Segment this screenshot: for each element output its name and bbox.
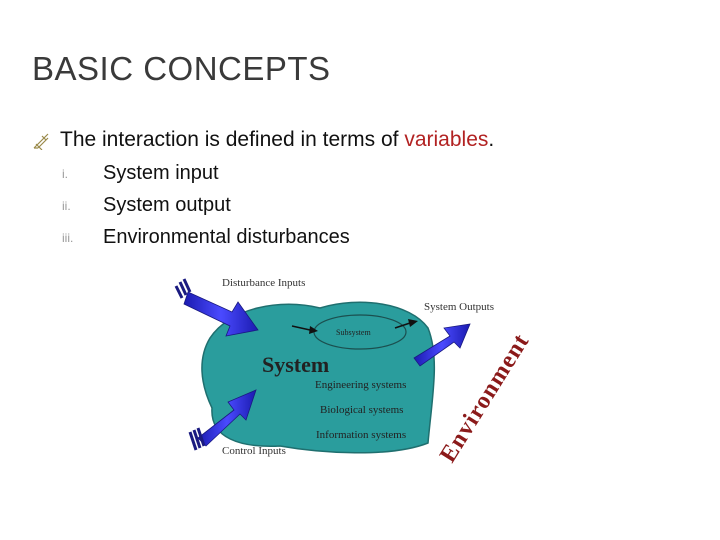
example-engineering: Engineering systems xyxy=(315,379,406,391)
sub-item-number: iii. xyxy=(62,231,74,245)
outputs-label: System Outputs xyxy=(424,301,494,313)
highlight-variables: variables xyxy=(404,128,489,151)
control-label: Control Inputs xyxy=(222,445,286,457)
sub-item-number: ii. xyxy=(62,199,71,213)
disturbance-arrow xyxy=(174,278,259,337)
system-diagram: Disturbance Inputs System Outputs Subsys… xyxy=(174,277,535,467)
disturbance-label: Disturbance Inputs xyxy=(222,277,305,289)
bullet-text: The interaction is defined in terms of v… xyxy=(60,128,495,151)
output-arrow xyxy=(413,323,471,367)
sub-item-text: System input xyxy=(103,162,219,184)
control-arrow xyxy=(188,389,257,451)
environment-label: Environment xyxy=(435,329,535,467)
example-information: Information systems xyxy=(316,429,406,441)
system-label: System xyxy=(262,352,329,377)
example-biological: Biological systems xyxy=(320,404,403,416)
subsystem-label: Subsystem xyxy=(336,328,371,337)
slide-title: BASIC CONCEPTS xyxy=(32,50,331,87)
sub-item-number: i. xyxy=(62,167,68,181)
pen-nib-icon xyxy=(33,133,49,150)
sub-item-text: System output xyxy=(103,194,231,216)
sub-item-text: Environmental disturbances xyxy=(103,226,350,248)
